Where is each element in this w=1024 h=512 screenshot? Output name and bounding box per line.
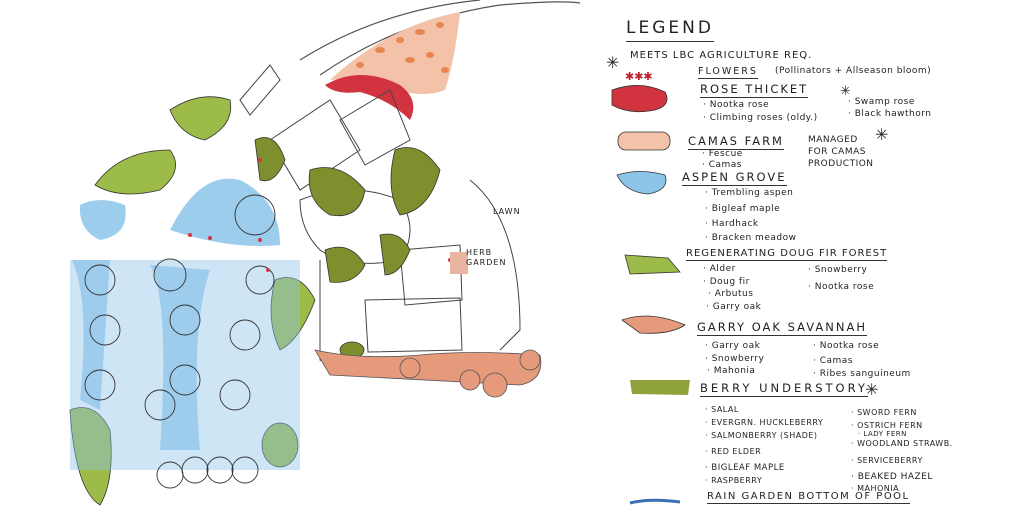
aspen-grove-areas (70, 178, 300, 470)
doug-fir-label: REGENERATING DOUG FIR FOREST (686, 248, 888, 261)
legend-item: · Snowberry (705, 354, 765, 364)
legend-item: · Nootka rose (703, 100, 770, 110)
aspen-swatch (616, 171, 667, 195)
legend-item: · Garry oak (705, 341, 761, 351)
legend-item: · RED ELDER (705, 447, 762, 456)
svg-text:✳: ✳ (840, 84, 851, 99)
legend-item: · MAHONIA (851, 484, 900, 493)
legend-item: · Black hawthorn (848, 109, 932, 119)
legend-item: · BEAKED HAZEL (851, 472, 933, 482)
garry-oak-savannah-areas (314, 349, 542, 398)
doug-fir-forest-areas (69, 96, 316, 506)
legend-item: · Camas (702, 160, 742, 170)
svg-text:✳: ✳ (865, 380, 878, 399)
legend-item: · SWORD FERN (851, 408, 917, 417)
legend-item: · SALAL (705, 405, 739, 414)
legend-title: LEGEND (626, 18, 714, 42)
flowers-note: (Pollinators + Allseason bloom) (775, 66, 932, 76)
legend-item: · Bigleaf maple (705, 204, 781, 214)
rain-swatch (629, 498, 681, 505)
legend-item: · EVERGRN. HUCKLEBERRY (705, 418, 824, 427)
berry-swatch (630, 380, 690, 395)
berry-understory-areas (254, 137, 441, 359)
legend-item: · Snowberry (808, 265, 868, 275)
legend-item: · Garry oak (706, 302, 762, 312)
aspen-grove-label: ASPEN GROVE (682, 170, 787, 186)
herb-garden-area (450, 252, 468, 274)
road-line (299, 0, 481, 61)
legend-item: · LADY FERN (858, 430, 907, 438)
legend-note: MEETS LBC AGRICULTURE REQ. (630, 50, 813, 61)
berry-understory-label: BERRY UNDERSTORY (700, 381, 868, 397)
road-line (319, 1, 581, 76)
legend-item: · Hardhack (705, 219, 759, 229)
rose-thicket-area (325, 75, 414, 120)
camas-farm-area (330, 12, 460, 94)
legend-item: · Climbing roses (oldy.) (703, 113, 818, 123)
legend-item: · OSTRICH FERN (851, 421, 923, 430)
legend-item: · Ribes sanguineum (813, 369, 911, 379)
legend-item: · Nootka rose (808, 282, 875, 292)
legend-item: · Nootka rose (813, 341, 880, 351)
rose-thicket-label: ROSE THICKET (700, 82, 809, 98)
legend-item: · Trembling aspen (705, 188, 794, 198)
legend-item: · Bracken meadow (705, 233, 797, 243)
oak-swatch (621, 315, 686, 334)
svg-text:✳: ✳ (606, 53, 619, 72)
camas-swatch (617, 131, 671, 151)
legend-item: · SERVICEBERRY (851, 456, 923, 465)
legend-item: · Doug fir (703, 277, 750, 287)
lawn-label: LAWN (493, 207, 521, 216)
legend-item: · Mahonia (707, 366, 756, 376)
svg-text:✳: ✳ (875, 125, 888, 144)
rose-swatch (611, 85, 668, 113)
legend-item: · SALMONBERRY (SHADE) (705, 431, 818, 440)
flowers-label: FLOWERS (698, 66, 758, 79)
garry-oak-label: GARRY OAK SAVANNAH (697, 320, 867, 336)
legend-item: · RASPBERRY (705, 476, 763, 485)
legend-item: · Fescue (702, 149, 743, 159)
svg-text:✱✱✱: ✱✱✱ (625, 70, 653, 83)
legend-item: · BIGLEAF MAPLE (705, 463, 785, 473)
tree-circles (84, 194, 276, 489)
legend-item: · Arbutus (708, 289, 754, 299)
legend-item: · WOODLAND STRAWB. (851, 439, 953, 448)
camas-farm-label: CAMAS FARM (688, 134, 784, 150)
legend-item: · Swamp rose (848, 97, 915, 107)
herb-garden-label: HERB GARDEN (466, 248, 507, 267)
legend-swatches: ✳ ✱✱✱ ✳ ✳ ✳ (606, 53, 888, 505)
camas-dots (356, 22, 449, 73)
legend-item: · Alder (703, 264, 736, 274)
legend-item: · Camas (813, 356, 853, 366)
camas-farm-note: MANAGED FOR CAMAS PRODUCTION (808, 135, 874, 169)
rain-garden-label: RAIN GARDEN BOTTOM OF POOL (707, 491, 910, 504)
fir-swatch (624, 254, 681, 275)
